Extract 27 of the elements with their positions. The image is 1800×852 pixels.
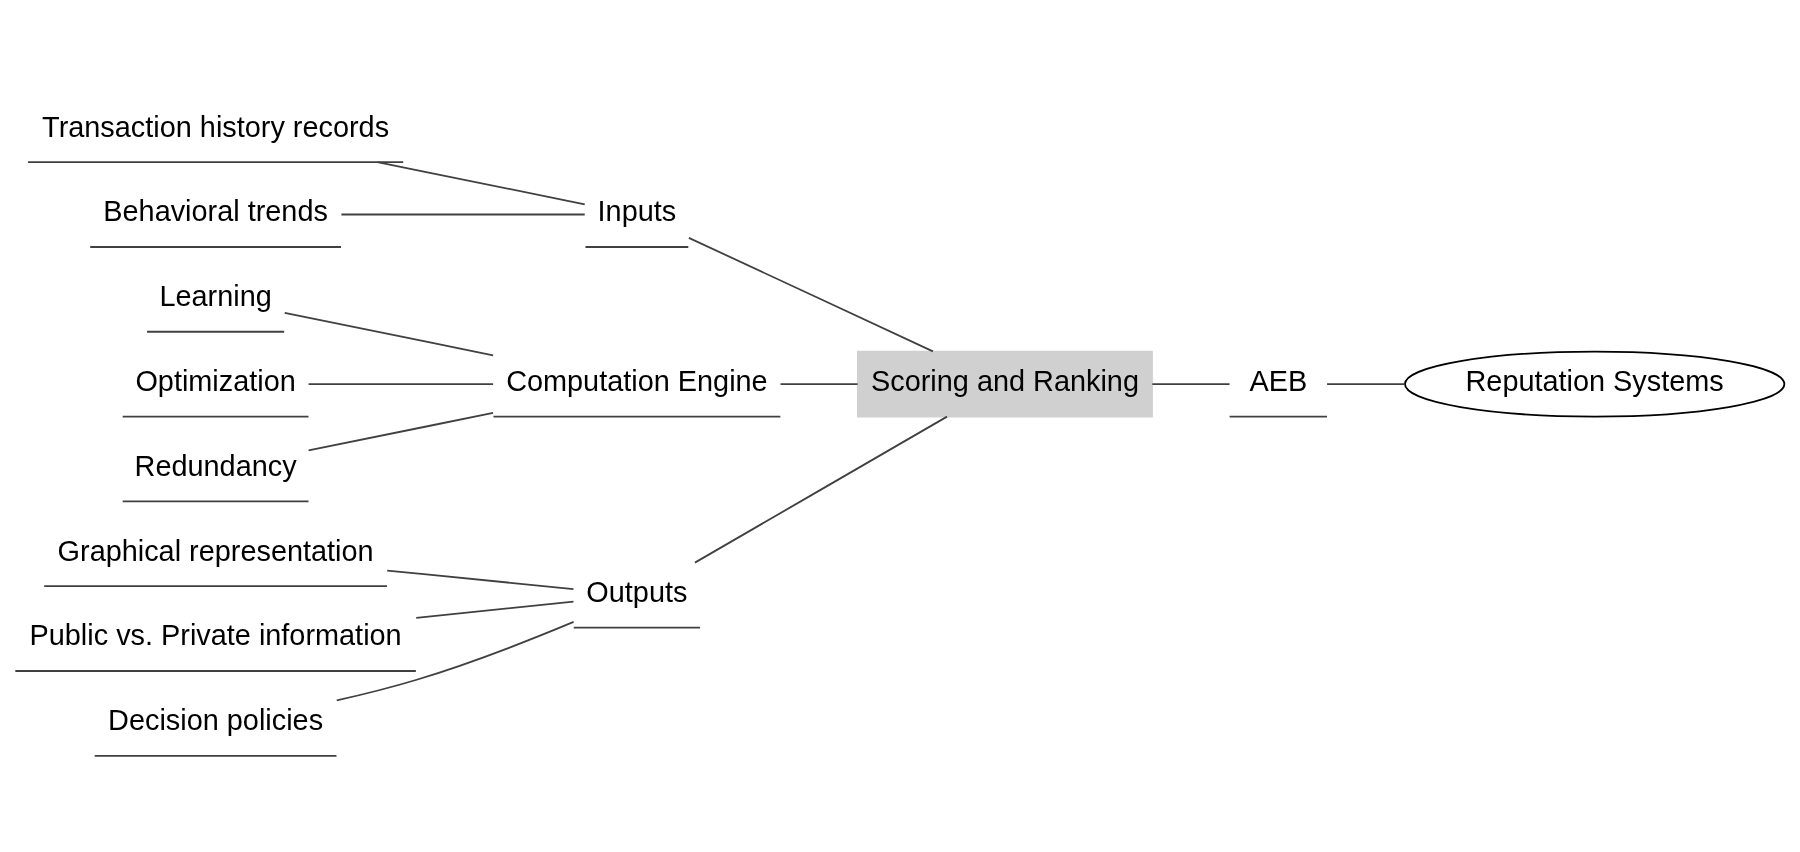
connector [335,620,575,701]
node-text: Behavioral trends [103,194,328,227]
connector [386,569,575,590]
connector [307,411,494,451]
node-ellipse: Reputation Systems [1404,350,1786,417]
connector [779,382,859,385]
connector [1326,382,1406,385]
node-text: Outputs [586,575,688,608]
node-text: Inputs [597,194,677,227]
node-text: Computation Engine [506,364,768,397]
connector [1151,382,1231,385]
node-text: Graphical representation [57,534,374,567]
connector [283,311,494,356]
node-text: Transaction history records [42,110,390,143]
connector [694,415,948,564]
connector [340,213,586,215]
connector [687,236,934,352]
connector [376,160,586,205]
node-text: Public vs. Private information [29,618,402,651]
node-text: Redundancy [134,449,297,482]
node-text: Learning [159,279,272,312]
node-text: Decision policies [108,703,324,736]
node-text: Optimization [135,364,296,397]
connector [415,600,575,619]
connector [307,382,494,385]
node-box: Scoring and Ranking [857,350,1153,417]
node-text: AEB [1249,364,1308,397]
